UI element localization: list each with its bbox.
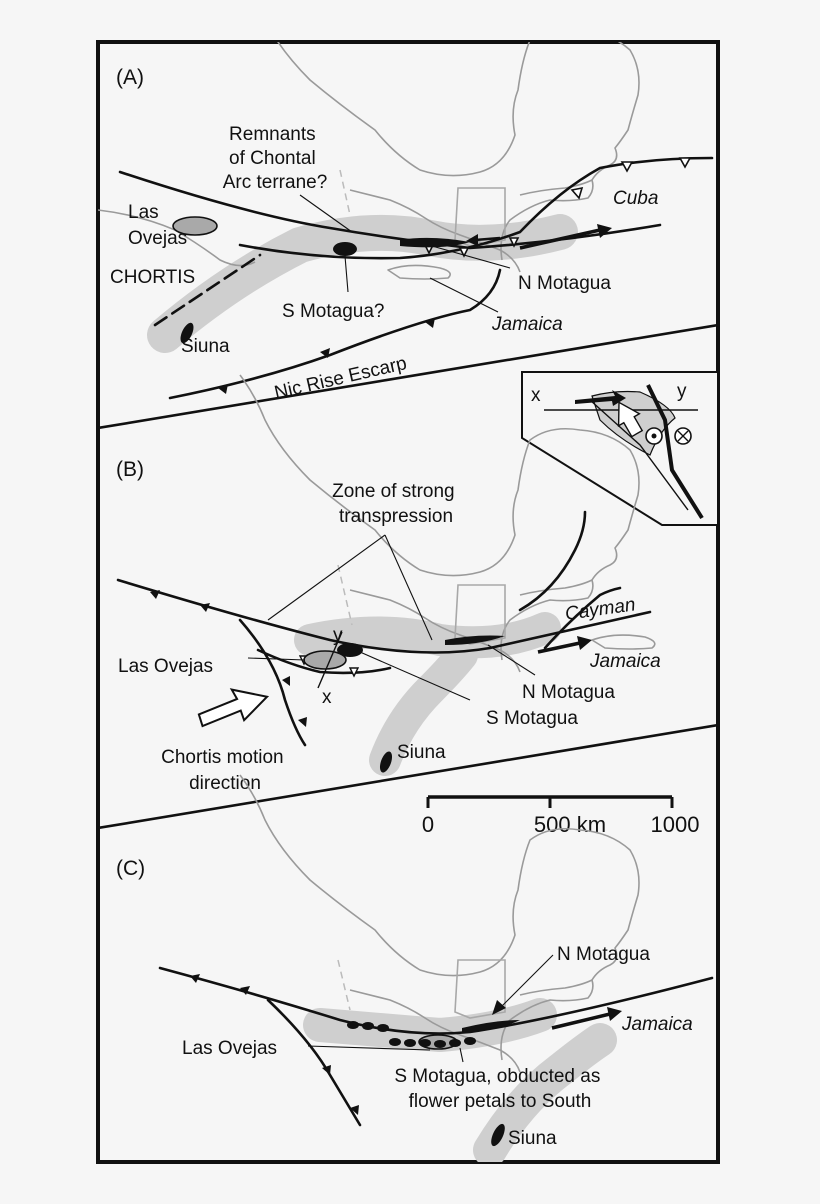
panel-a-inset-y-label: y bbox=[677, 381, 687, 402]
panel-c-leader-arrowhead bbox=[492, 1000, 506, 1015]
panel-a-inset-fault bbox=[646, 384, 704, 520]
panel-c-s-motagua-label: S Motagua, obducted as flower petals to … bbox=[394, 1066, 605, 1112]
panel-a-inset-fault-thin bbox=[589, 399, 689, 511]
panel-c-thrust-teeth bbox=[190, 974, 359, 1115]
panel-b-zone-label: Zone of strong transpression bbox=[332, 481, 460, 527]
panel-b-lower-fault bbox=[256, 648, 392, 675]
panel-b-siuna-body bbox=[379, 751, 393, 773]
panel-a-inset: x y bbox=[521, 371, 718, 526]
panel-c-grey-belt-south bbox=[473, 1023, 617, 1162]
panel-b-section-line bbox=[317, 631, 343, 689]
panel-b-s-motagua-body bbox=[337, 643, 363, 657]
panel-a-inset-open-arrow bbox=[617, 401, 644, 438]
panel-a-s-motagua-label: S Motagua? bbox=[282, 301, 384, 322]
panel-a-siuna-label: Siuna bbox=[181, 336, 230, 357]
panel-a-siuna-body bbox=[180, 322, 194, 344]
scale-bar-label-0: 0 bbox=[422, 812, 434, 837]
panel-c-n-motagua-body bbox=[462, 1020, 520, 1032]
panel-divider-bc bbox=[98, 723, 718, 830]
panel-b-jamaica-coast bbox=[591, 634, 656, 650]
panel-c: (C) N Motagua Jamaica Las Ovejas S bbox=[116, 774, 714, 1162]
panel-a-las-ovejas-body bbox=[172, 216, 218, 236]
panel-b-s-motagua-label: S Motagua bbox=[486, 708, 578, 729]
panel-a-n-motagua-label: N Motagua bbox=[518, 273, 611, 294]
panel-b-arrowhead bbox=[577, 636, 592, 650]
panel-c-jamaica-label: Jamaica bbox=[621, 1014, 693, 1035]
panel-b-grey-belt bbox=[294, 612, 561, 659]
scale-bar: 0 500 km 1000 bbox=[422, 795, 700, 837]
panel-b-label: (B) bbox=[116, 458, 144, 481]
panel-a-jamaica-coast bbox=[387, 264, 451, 280]
panel-b-dextral-arrow bbox=[537, 641, 581, 654]
panel-b-siuna-label: Siuna bbox=[397, 742, 446, 763]
panel-a-dextral-arrow bbox=[519, 228, 601, 250]
panel-c-flower-petals bbox=[347, 1021, 476, 1048]
panel-a-remnants-label: Remnants of Chontal Arc terrane? bbox=[223, 124, 328, 193]
panel-c-main-fault bbox=[158, 966, 714, 1035]
panel-c-arrowhead bbox=[607, 1007, 622, 1021]
panel-a-dashed-fault bbox=[153, 253, 262, 327]
panel-b-leader-las-ovejas bbox=[247, 657, 306, 661]
panel-b-jamaica-label: Jamaica bbox=[589, 651, 661, 672]
panel-a: (A) bbox=[98, 42, 718, 526]
panel-a-las-ovejas-label: Las Ovejas bbox=[128, 202, 187, 249]
panel-b-n-motagua-body bbox=[445, 635, 505, 645]
panel-b-main-fault bbox=[116, 578, 652, 654]
panel-c-leader-las-ovejas bbox=[307, 1045, 431, 1051]
panel-a-leader-remnants bbox=[299, 194, 353, 233]
panel-a-leader-n-motagua bbox=[431, 245, 511, 269]
panel-c-n-motagua-label: N Motagua bbox=[557, 944, 650, 965]
panel-b-thrust-teeth bbox=[150, 590, 307, 727]
panel-b-guide-dash bbox=[337, 564, 353, 626]
panel-b-leader-zone-right bbox=[384, 534, 433, 641]
panel-a-inset-x-label: x bbox=[531, 385, 541, 406]
panel-a-solid-teeth bbox=[218, 318, 435, 394]
panel-c-dextral-arrow bbox=[551, 1012, 611, 1030]
panel-c-siuna-label: Siuna bbox=[508, 1128, 557, 1149]
panel-a-label: (A) bbox=[116, 66, 144, 89]
panel-a-arrowhead bbox=[597, 224, 612, 238]
panel-c-leader-n-motagua bbox=[499, 954, 554, 1009]
panel-b-n-motagua-label: N Motagua bbox=[522, 682, 615, 703]
panel-c-border bbox=[454, 959, 506, 1019]
panel-b: (B) Zone bbox=[116, 374, 700, 837]
panel-b-cayman-fault bbox=[518, 510, 587, 612]
panel-b-cayman-fault-2 bbox=[543, 586, 622, 650]
panel-c-siuna-body bbox=[491, 1123, 505, 1147]
panel-a-sinistral-arrow bbox=[474, 236, 501, 242]
panel-a-chortis-coast bbox=[98, 209, 256, 267]
panel-c-label: (C) bbox=[116, 857, 145, 880]
panel-b-border bbox=[454, 584, 506, 645]
panel-a-chortis-label: CHORTIS bbox=[110, 267, 195, 288]
panel-a-cuba-label: Cuba bbox=[613, 188, 658, 209]
panel-c-las-ovejas-label: Las Ovejas bbox=[182, 1038, 277, 1059]
scale-bar-label-1000: 1000 bbox=[651, 812, 700, 837]
panel-b-las-ovejas-label: Las Ovejas bbox=[118, 656, 213, 677]
panel-b-x-label: x bbox=[322, 687, 332, 708]
panel-b-chortis-motion-arrow bbox=[197, 688, 270, 728]
panel-a-inset-dot bbox=[651, 433, 657, 439]
panel-a-jamaica-label: Jamaica bbox=[491, 314, 563, 335]
panel-a-guide-dash bbox=[339, 169, 351, 216]
panel-c-guide-dash bbox=[337, 959, 351, 1011]
panel-a-s-motagua-body bbox=[333, 242, 357, 256]
panel-b-y-label: y bbox=[333, 625, 343, 646]
panel-a-leader-s-motagua bbox=[344, 255, 349, 293]
panel-a-inset-arrow bbox=[575, 390, 626, 406]
panel-a-arrowhead-left bbox=[466, 234, 478, 246]
panel-b-leader-zone-left bbox=[267, 534, 386, 621]
panel-b-leader-s-motagua bbox=[359, 651, 471, 701]
panel-b-grey-belt-south bbox=[369, 639, 478, 776]
panel-a-leader-jamaica bbox=[429, 277, 499, 313]
panel-b-leader-n-motagua bbox=[487, 644, 536, 676]
panel-a-inset-cross bbox=[677, 430, 689, 442]
panel-divider-ab bbox=[98, 323, 718, 430]
panel-a-n-motagua-body bbox=[400, 237, 470, 248]
panel-b-trench bbox=[238, 618, 307, 747]
scale-bar-label-500: 500 km bbox=[534, 812, 606, 837]
panel-c-leader-s-motagua bbox=[459, 1047, 464, 1063]
